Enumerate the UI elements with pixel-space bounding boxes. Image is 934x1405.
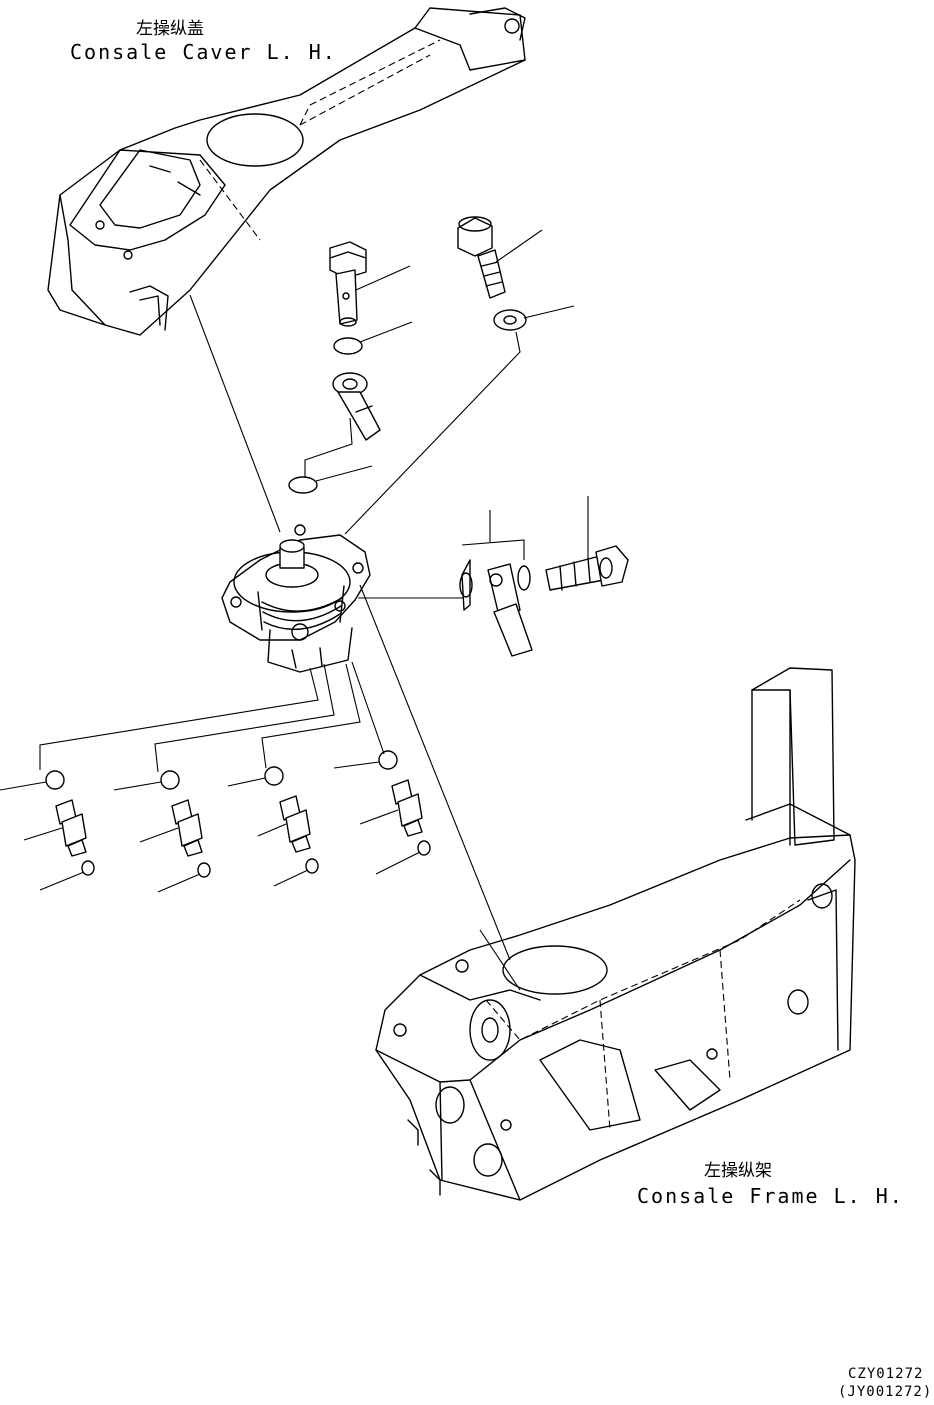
port-fitting (227, 766, 319, 887)
leader-line (355, 265, 411, 291)
leader-line (359, 321, 413, 343)
leader-line (39, 661, 385, 773)
cover-label-en: Consale Caver L. H. (70, 40, 337, 64)
washer (493, 309, 527, 331)
drawing-code-alt: (JY001272) (838, 1384, 933, 1400)
hose-fitting-bolt (329, 241, 367, 327)
frame-label-en: Consale Frame L. H. (637, 1184, 904, 1208)
leader-line (315, 465, 373, 482)
pilot-valve (221, 524, 371, 673)
port-fitting (333, 750, 431, 875)
o-ring (333, 337, 363, 355)
drawing-code: CZY01272 (848, 1366, 924, 1382)
flange-bolt (457, 216, 506, 299)
leader-line (189, 294, 281, 533)
leader-line (523, 305, 575, 319)
port-fitting (0, 770, 95, 891)
cover-label-cn: 左操纵盖 (136, 19, 204, 39)
console-frame (375, 667, 856, 1201)
leader-line (344, 331, 521, 535)
leader-line (495, 229, 543, 263)
console-cover (47, 7, 526, 336)
leader-line (479, 929, 521, 991)
leader-line (359, 584, 511, 961)
leader-line (304, 417, 353, 478)
elbow-fitting (332, 372, 381, 441)
o-ring-lower (288, 476, 318, 494)
mounting-bolt (545, 545, 629, 591)
frame-label-cn: 左操纵架 (704, 1161, 772, 1181)
yoke-fitting (459, 510, 533, 657)
port-fitting (113, 770, 211, 893)
